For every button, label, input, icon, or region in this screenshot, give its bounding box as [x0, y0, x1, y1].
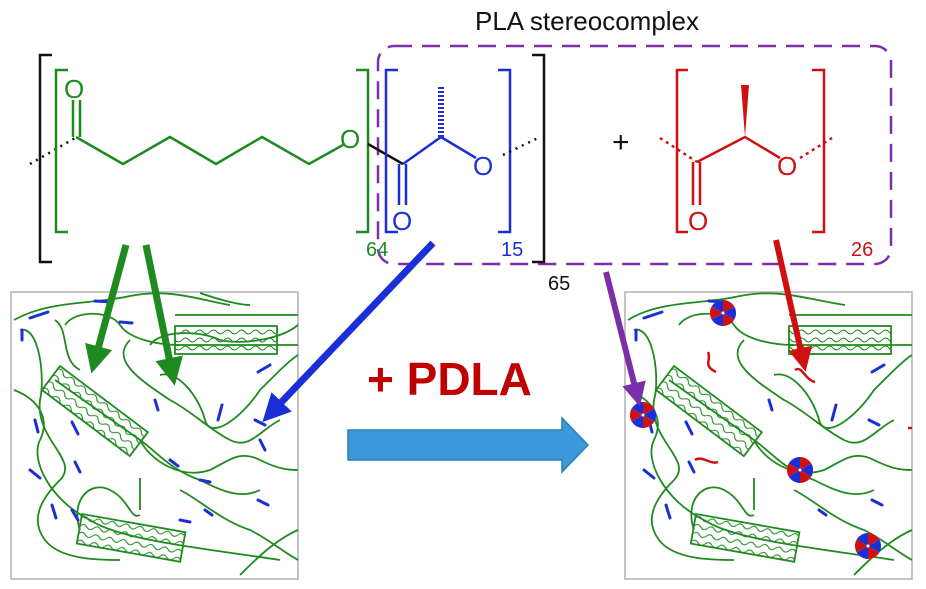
outer-bracket-right: [532, 53, 546, 264]
pdla-subscript: 26: [851, 239, 873, 261]
outer-bracket-left: [38, 53, 52, 264]
pcl-ester-oxygen: O: [340, 124, 360, 154]
stereocomplex-crystallite: [786, 456, 814, 484]
plus-sign: +: [612, 126, 630, 159]
pcl-block: O O 64: [54, 68, 388, 261]
panel-before: [10, 291, 299, 580]
pdla-ester-oxygen: O: [777, 151, 797, 181]
stereocomplex-title: PLA stereocomplex: [475, 6, 699, 36]
pcl-subscript: 64: [366, 239, 388, 261]
panel-after: [624, 291, 913, 580]
process-arrow: [347, 416, 590, 474]
plla-carbonyl-oxygen: O: [392, 206, 412, 236]
stereocomplex-crystallite: [854, 532, 882, 560]
chain-end-dots-left: [29, 136, 76, 166]
pdla-carbonyl-oxygen: O: [688, 206, 708, 236]
outer-subscript: 65: [548, 273, 570, 295]
plla-subscript: 15: [501, 239, 523, 261]
plla-ester-oxygen: O: [473, 151, 493, 181]
stereocomplex-crystallite: [629, 401, 657, 429]
pdla-arrow: [773, 239, 813, 372]
stereocomplex-box: [376, 44, 893, 266]
chain-end-dots-right: [502, 135, 541, 157]
stereocomplex-arrow: [603, 271, 646, 407]
pcl-carbonyl-oxygen: O: [64, 74, 84, 104]
pcl-arrow-2: [142, 244, 183, 386]
pcl-arrow-1: [85, 244, 130, 374]
pdla-chain: O O 26: [659, 68, 873, 261]
reagent-label: + PDLA: [367, 353, 532, 405]
plla-block: O O 15: [384, 68, 523, 261]
stereocomplex-crystallite: [709, 299, 737, 327]
plla-arrow: [262, 240, 436, 423]
